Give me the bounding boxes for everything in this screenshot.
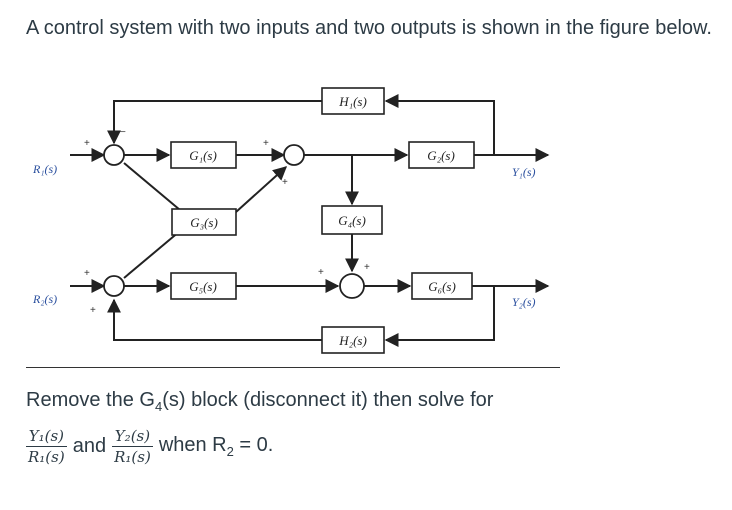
block-h2 bbox=[321, 326, 385, 354]
label-g6: G₆(s) bbox=[428, 279, 456, 294]
fraction-y1-over-r1: Y₁(s) R₁(s) bbox=[26, 427, 67, 466]
label-h1: H₁(s) bbox=[338, 94, 367, 109]
block-g3 bbox=[171, 208, 237, 236]
block-g2 bbox=[408, 141, 475, 169]
label-g5: G₅(s) bbox=[189, 279, 217, 294]
signal-r1: R₁(s) bbox=[32, 162, 57, 176]
y1-to-h1 bbox=[384, 94, 495, 155]
condition-post: = 0. bbox=[233, 433, 274, 456]
sign-sj2-left: + bbox=[263, 138, 269, 149]
summing-junction-1 bbox=[103, 144, 125, 166]
requested-transfer-functions: Y₁(s) R₁(s) and Y₂(s) R₁(s) when R2 = 0. bbox=[26, 421, 279, 471]
block-g1 bbox=[170, 141, 237, 169]
fraction2-bar bbox=[112, 445, 153, 447]
label-g3: G₃(s) bbox=[190, 215, 218, 230]
and-word: and bbox=[72, 434, 107, 457]
signal-y1: Y₁(s) bbox=[512, 165, 536, 179]
task-text-sub: 4 bbox=[154, 399, 163, 414]
h1-to-sj1 bbox=[107, 100, 322, 145]
sign-sj1-top: − bbox=[120, 127, 126, 138]
block-g5 bbox=[170, 272, 237, 300]
summing-junction-3 bbox=[103, 275, 125, 297]
condition-sub: 2 bbox=[226, 443, 234, 459]
divider-line bbox=[26, 367, 560, 368]
fraction1-denominator: R₁(s) bbox=[28, 447, 65, 466]
label-h2: H₂(s) bbox=[338, 333, 367, 348]
label-g2: G₂(s) bbox=[427, 148, 455, 163]
fraction-y2-over-r1: Y₂(s) R₁(s) bbox=[112, 427, 153, 466]
label-g4: G₄(s) bbox=[338, 213, 366, 228]
sign-sj3-left: + bbox=[84, 268, 90, 279]
sign-sj2-bottom: + bbox=[282, 177, 288, 188]
sign-sj3-bottom: + bbox=[90, 305, 96, 316]
task-text-post: (s) block (disconnect it) then solve for bbox=[162, 389, 494, 411]
block-h1 bbox=[321, 87, 385, 115]
summing-junction-4 bbox=[339, 273, 365, 299]
sign-sj1-left: + bbox=[84, 138, 90, 149]
task-text-pre: Remove the G bbox=[26, 389, 155, 411]
task-statement: Remove the G4(s) block (disconnect it) t… bbox=[26, 389, 493, 414]
label-g1: G₁(s) bbox=[189, 148, 217, 163]
fraction1-bar bbox=[26, 445, 67, 447]
fraction1-numerator: Y₁(s) bbox=[28, 426, 65, 445]
fraction2-denominator: R₁(s) bbox=[114, 447, 151, 466]
cross-sj1-to-g5 bbox=[123, 162, 181, 211]
fraction2-numerator: Y₂(s) bbox=[114, 426, 151, 445]
signal-y2: Y₂(s) bbox=[512, 295, 536, 309]
condition-pre: when R bbox=[158, 433, 227, 456]
signal-r2: R₂(s) bbox=[32, 292, 57, 306]
block-diagram: H₁(s) G₁(s) G₂(s) G₃(s) G₄(s) G₅(s) G₆(s… bbox=[32, 87, 550, 354]
block-g6 bbox=[411, 272, 473, 300]
summing-junction-2 bbox=[283, 144, 305, 166]
h2-to-sj3 bbox=[107, 298, 322, 341]
sign-sj4-top: + bbox=[364, 262, 370, 273]
condition-text: when R2 = 0. bbox=[159, 434, 274, 459]
y2-to-h2 bbox=[384, 286, 495, 347]
sign-sj4-left: + bbox=[318, 267, 324, 278]
block-g4 bbox=[321, 205, 383, 235]
cross-sj3-to-g3 bbox=[123, 230, 181, 279]
cross-g3-to-sj2 bbox=[235, 166, 288, 213]
problem-intro: A control system with two inputs and two… bbox=[26, 17, 712, 39]
